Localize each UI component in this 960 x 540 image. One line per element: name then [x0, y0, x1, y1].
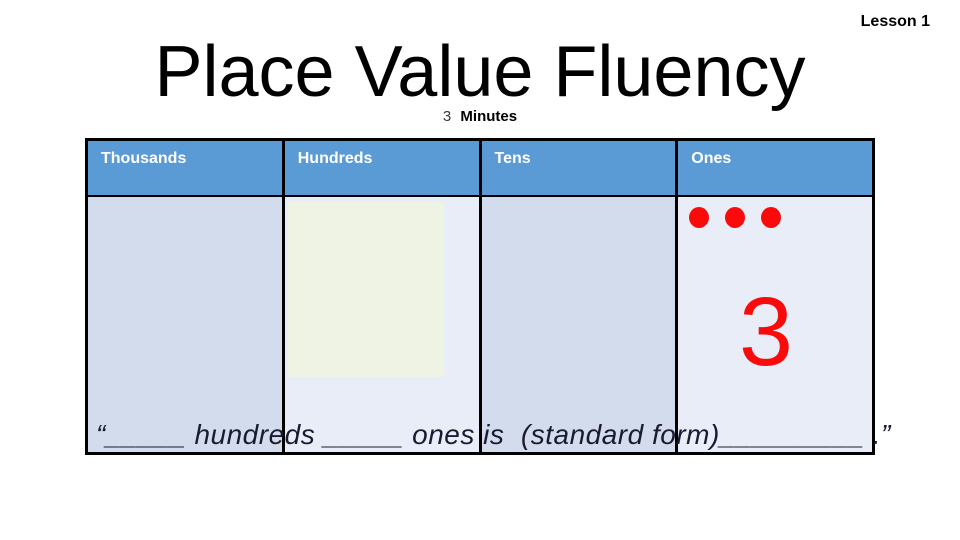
red-dot: [725, 207, 745, 228]
ones-value: 3: [739, 277, 793, 386]
column-header-tens: Tens: [481, 141, 676, 197]
column-ones: Ones: [678, 141, 872, 452]
ones-dots: [689, 207, 797, 228]
red-dot: [689, 207, 709, 228]
column-body-ones: [678, 197, 872, 452]
place-value-table: Thousands Hundreds Tens Ones: [85, 138, 875, 455]
subtitle-minutes-label: Minutes: [460, 108, 518, 125]
subtitle-minutes-number: 3: [442, 108, 452, 125]
column-header-hundreds: Hundreds: [284, 141, 479, 197]
sentence-prompt: “_____ hundreds _____ ones is (standard …: [96, 419, 891, 450]
page-title: Place Value Fluency: [154, 32, 806, 112]
lesson-label: Lesson 1: [860, 13, 930, 30]
column-header-ones: Ones: [678, 141, 872, 197]
red-dot: [761, 207, 781, 228]
column-tens: Tens: [481, 141, 679, 452]
column-thousands: Thousands: [88, 141, 285, 452]
column-header-thousands: Thousands: [88, 141, 282, 197]
hundreds-placeholder-box: [288, 202, 444, 377]
column-body-thousands: [88, 197, 282, 452]
column-body-tens: [481, 197, 676, 452]
subtitle-timer: 3 Minutes: [0, 108, 960, 125]
